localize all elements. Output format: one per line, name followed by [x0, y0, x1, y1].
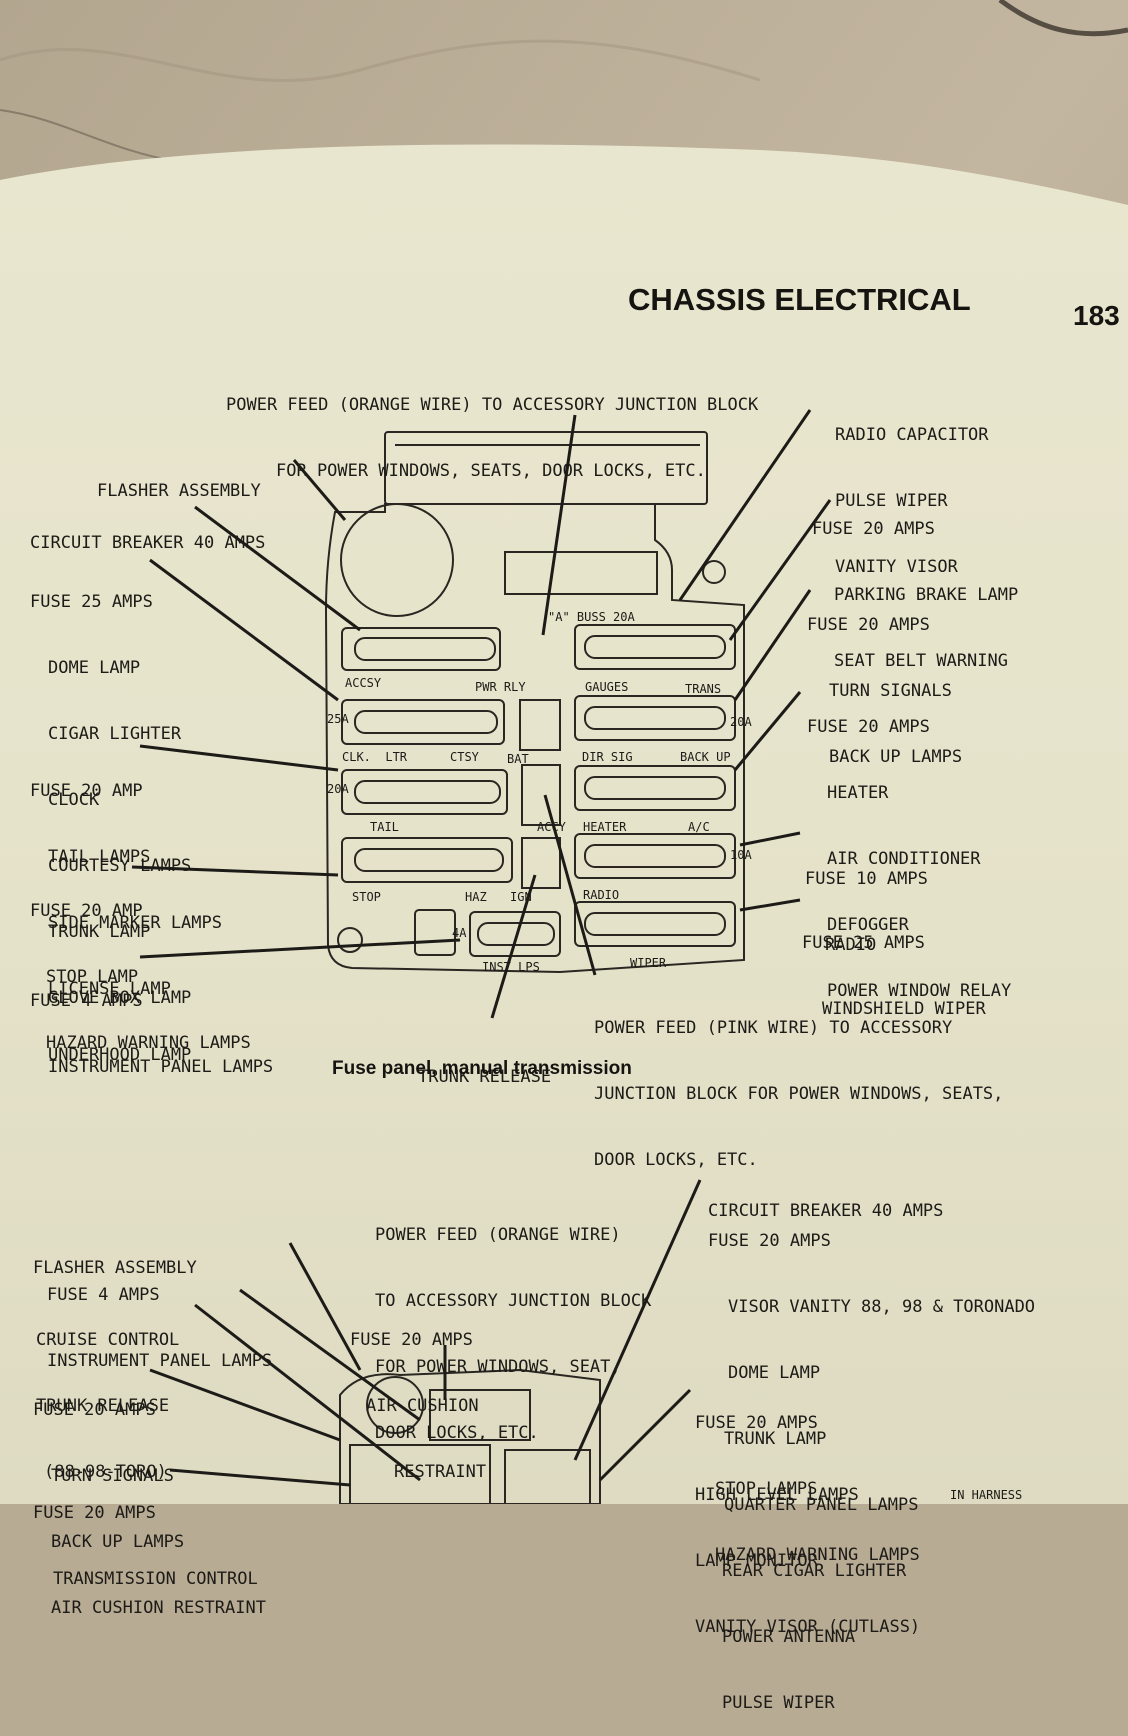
- callout-fuse-20-parking: FUSE 20 AMPS PARKING BRAKE LAMP SEAT BEL…: [812, 519, 1019, 671]
- callout-fuse-25-wiper: FUSE 25 AMPS WINDSHIELD WIPER: [802, 933, 986, 1019]
- panel-label-haz: HAZ: [465, 890, 487, 904]
- panel-label-pwr-rly: PWR RLY: [475, 680, 526, 694]
- circuit-breaker-circle: [340, 503, 454, 617]
- d2-callout-power-feed-orange: POWER FEED (ORANGE WIRE) TO ACCESSORY JU…: [375, 1225, 652, 1443]
- panel-label-10a: 10A: [730, 848, 752, 862]
- callout-radio-capacitor: RADIO CAPACITOR PULSE WIPER VANITY VISOR: [835, 425, 989, 577]
- panel-label-wiper: WIPER: [630, 956, 667, 970]
- d2-callout-high-level: HIGH LEVEL LAMPS LAMP MONITOR VANITY VIS…: [695, 1485, 921, 1637]
- panel-label-accy: ACCY: [537, 820, 566, 834]
- panel-label-a-buss: "A" BUSS 20A: [548, 610, 635, 624]
- panel-label-ac: A/C: [688, 820, 710, 834]
- callout-fuse-4-inst: FUSE 4 AMPS INSTRUMENT PANEL LAMPS: [30, 991, 274, 1077]
- panel-label-20a-right: 20A: [730, 715, 752, 729]
- fuse-panel-manual-diagram: [131, 409, 832, 1504]
- panel-label-25a: 25A: [327, 712, 349, 726]
- fuse-panel-outline: [324, 503, 745, 974]
- callout-fuse-10-radio: FUSE 10 AMPS RADIO: [805, 869, 928, 955]
- book-page: [0, 144, 1128, 1504]
- callout-fuse-20-heater: FUSE 20 AMPS HEATER AIR CONDITIONER DEFO…: [807, 717, 1012, 1001]
- d2-label-in-harness: IN HARNESS: [950, 1488, 1023, 1502]
- callout-fuse-20-stop: FUSE 20 AMP STOP LAMP HAZARD WARNING LAM…: [30, 901, 251, 1053]
- figure-caption: Fuse panel, manual transmission: [332, 1058, 632, 1079]
- d2-callout-fuse-20-air-cushion: FUSE 20 AMPS AIR CUSHION RESTRAINT: [350, 1330, 487, 1482]
- callout-fuse-25-dome: FUSE 25 AMPS DOME LAMP CIGAR LIGHTER CLO…: [30, 592, 192, 1008]
- panel-label-dir-sig: DIR SIG: [582, 750, 633, 764]
- panel-label-20a-left: 20A: [327, 782, 349, 796]
- callout-trunk-release: TRUNK RELEASE: [418, 1067, 552, 1087]
- page-header: CHASSIS ELECTRICAL: [628, 282, 971, 317]
- panel-label-ign: IGN: [510, 890, 532, 904]
- panel-label-clk-ltr: CLK. LTR: [342, 750, 408, 764]
- callout-power-feed-orange: POWER FEED (ORANGE WIRE) TO ACCESSORY JU…: [226, 395, 759, 481]
- callout-fuse-20-turn: FUSE 20 AMPS TURN SIGNALS BACK UP LAMPS: [807, 615, 963, 767]
- d2-callout-flasher-assembly: FLASHER ASSEMBLY: [33, 1258, 197, 1278]
- panel-label-ctsy: CTSY: [450, 750, 479, 764]
- callout-fuse-20-tail: FUSE 20 AMP TAIL LAMPS SIDE MARKER LAMPS…: [30, 781, 222, 1065]
- panel-label-accsy: ACCSY: [345, 676, 382, 690]
- d2-callout-cruise-control: CRUISE CONTROL TRUNK RELEASE (88-98-TORO…: [36, 1330, 180, 1482]
- panel-label-heater: HEATER: [583, 820, 627, 834]
- callout-circuit-breaker: CIRCUIT BREAKER 40 AMPS: [30, 533, 266, 553]
- d2-callout-circuit-breaker: CIRCUIT BREAKER 40 AMPS: [708, 1201, 944, 1221]
- panel-label-trans: TRANS: [685, 682, 722, 696]
- panel-label-tail: TAIL: [370, 820, 399, 834]
- callout-power-feed-pink: POWER FEED (PINK WIRE) TO ACCESSORY JUNC…: [594, 1018, 1004, 1170]
- panel-label-stop: STOP: [352, 890, 381, 904]
- d2-callout-fuse-4-inst: FUSE 4 AMPS INSTRUMENT PANEL LAMPS: [47, 1285, 273, 1371]
- panel-label-gauges: GAUGES: [585, 680, 629, 694]
- fuse-rows-right: [574, 624, 736, 947]
- panel-label-radio: RADIO: [583, 888, 620, 902]
- fuse-panel-2-outline: [339, 1368, 601, 1504]
- d2-callout-fuse-20-trans: FUSE 20 AMPS TRANSMISSION CONTROL: [33, 1503, 258, 1589]
- fuse-rows-left: [341, 627, 561, 957]
- panel-label-bat: BAT: [507, 752, 529, 766]
- panel-label-inst-lps: INST LPS: [482, 960, 540, 974]
- panel-label-4a: 4A: [452, 926, 467, 940]
- callout-flasher-assembly: FLASHER ASSEMBLY: [97, 481, 261, 501]
- panel-label-back-up: BACK UP: [680, 750, 731, 764]
- page-number: 183: [1073, 300, 1120, 331]
